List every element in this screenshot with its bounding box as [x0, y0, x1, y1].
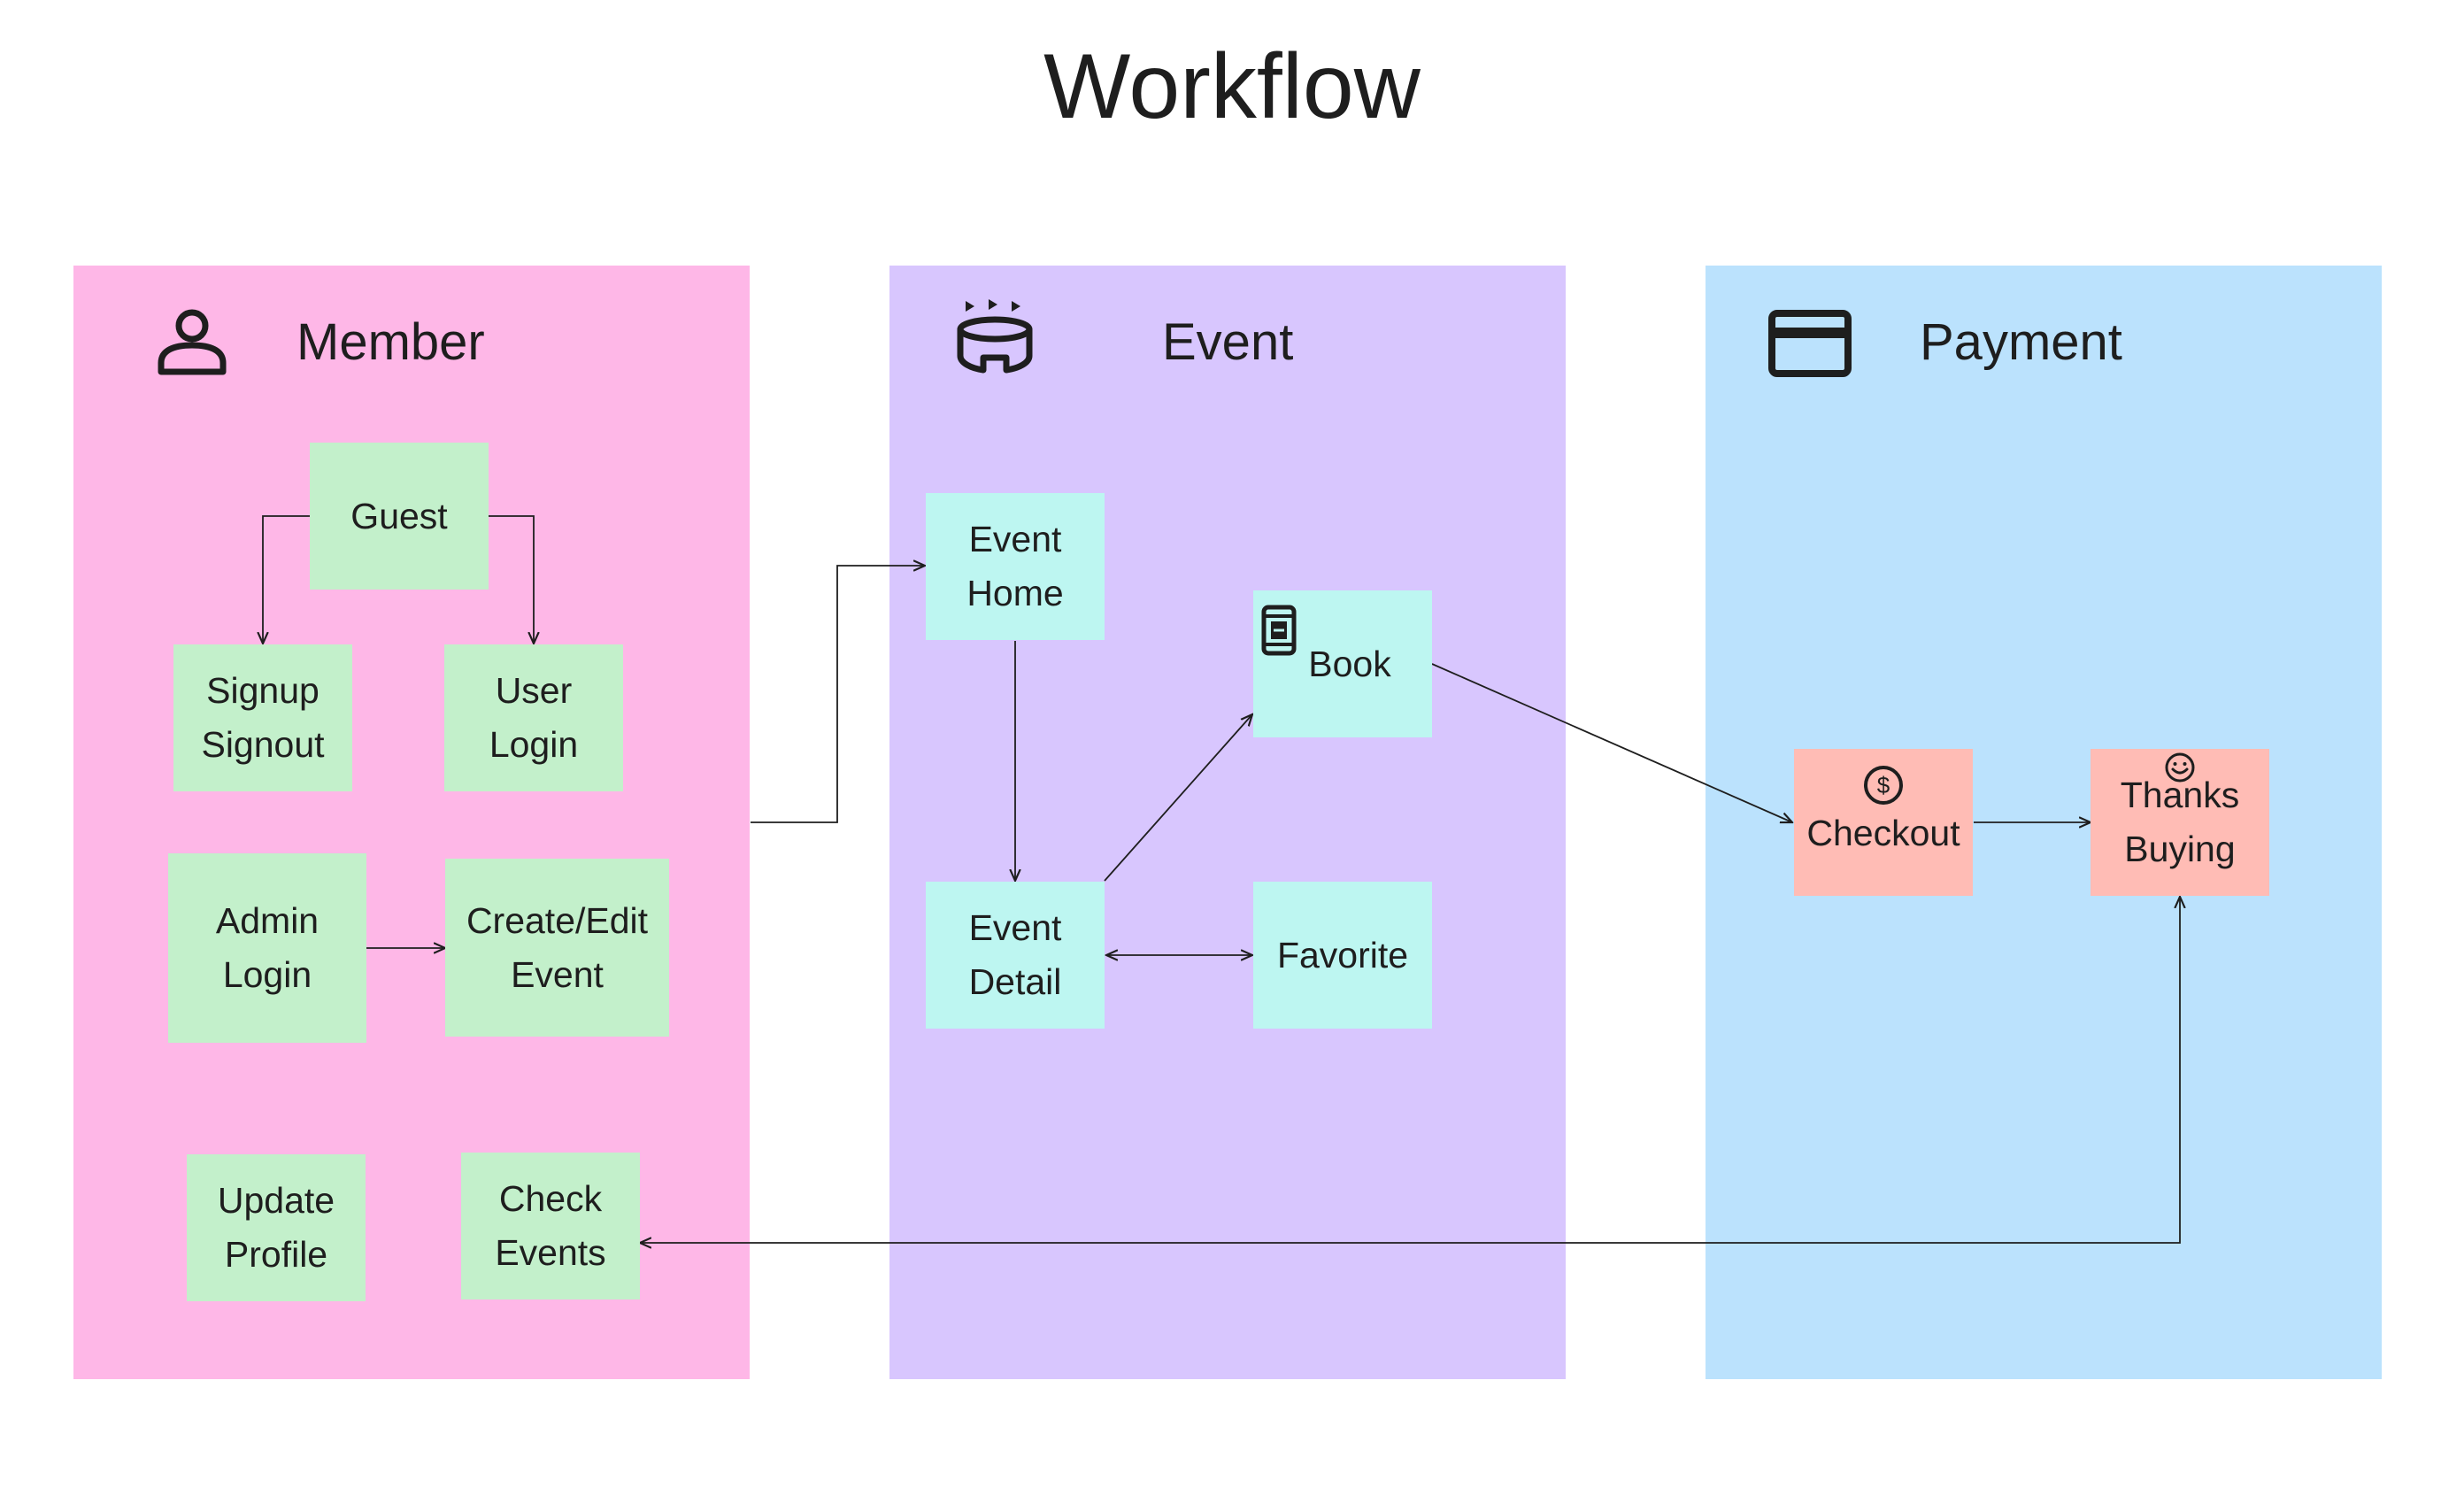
guest-node[interactable]: Guest: [310, 443, 489, 590]
member-lane: Member: [73, 266, 750, 1379]
event-lane-title: Event: [1162, 313, 1294, 371]
admin-login-node[interactable]: Admin Login: [168, 853, 366, 1043]
create-edit-event-node[interactable]: Create/Edit Event: [445, 859, 669, 1037]
check-events-node[interactable]: Check Events: [461, 1153, 640, 1299]
favorite-node[interactable]: Favorite: [1253, 882, 1432, 1029]
dollar-coin-icon: $: [1864, 766, 1903, 805]
signup-signout-node[interactable]: Signup Signout: [173, 644, 352, 791]
member-lane-title: Member: [296, 313, 485, 371]
person-icon: [158, 309, 227, 375]
payment-lane-title: Payment: [1920, 313, 2122, 371]
phone-ticket-icon: [1261, 605, 1297, 656]
event-home-node[interactable]: Event Home: [926, 493, 1105, 640]
page-title: Workflow: [1043, 35, 1421, 138]
svg-text:$: $: [1877, 772, 1890, 798]
credit-card-icon: [1768, 310, 1852, 377]
event-detail-node[interactable]: Event Detail: [926, 882, 1105, 1029]
stadium-icon: [957, 299, 1033, 374]
event-lane: Event: [889, 266, 1566, 1379]
checkout-node[interactable]: Checkout: [1794, 749, 1973, 896]
smiley-icon: [2165, 752, 2195, 783]
user-login-node[interactable]: User Login: [444, 644, 623, 791]
book-node[interactable]: Book: [1253, 590, 1432, 737]
update-profile-node[interactable]: Update Profile: [187, 1154, 366, 1301]
